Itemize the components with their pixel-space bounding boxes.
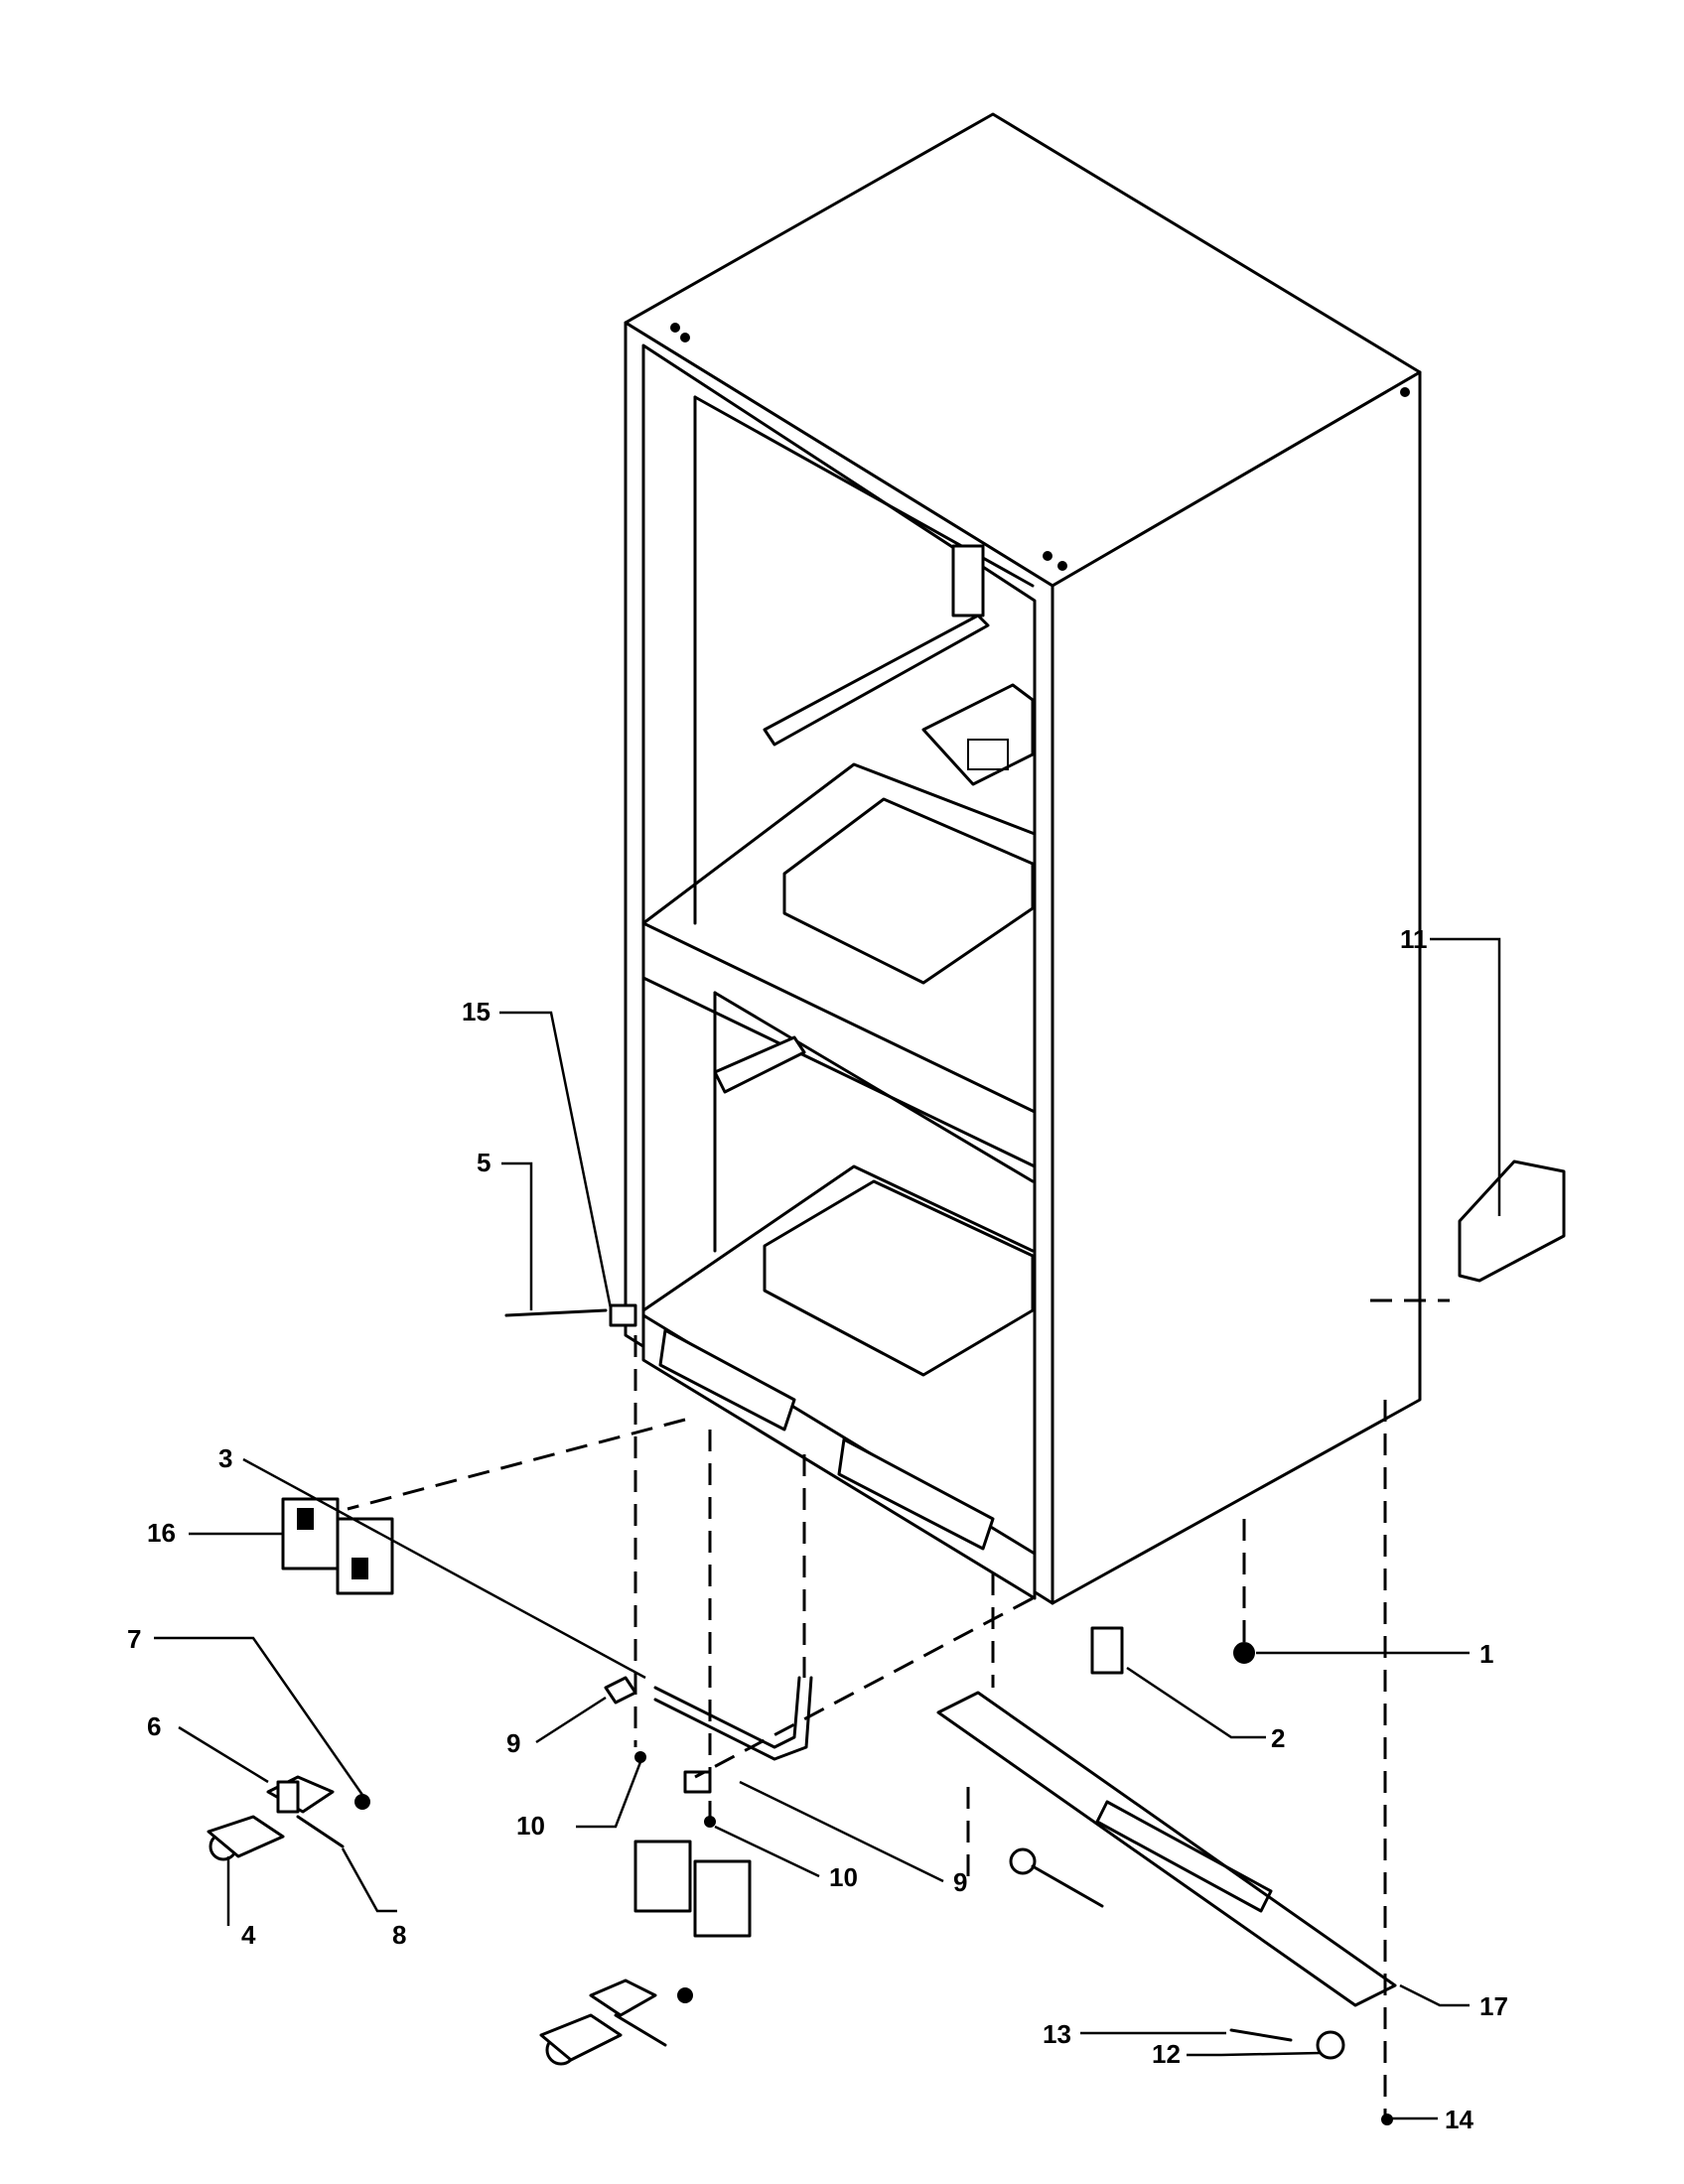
part-16-bracket-lower bbox=[633, 1840, 752, 1938]
callout-labels: 1 2 3 4 5 6 7 8 9 9 10 10 11 12 13 14 15… bbox=[127, 924, 1508, 2134]
part-9-clip-upper bbox=[604, 1676, 637, 1705]
callout-4: 4 bbox=[241, 1920, 256, 1950]
callout-1: 1 bbox=[1479, 1639, 1493, 1669]
part-10-screw-b bbox=[704, 1816, 716, 1828]
callout-13: 13 bbox=[1043, 2019, 1071, 2049]
callout-9-upper: 9 bbox=[506, 1728, 520, 1758]
callout-2: 2 bbox=[1271, 1723, 1285, 1753]
callout-8: 8 bbox=[392, 1920, 406, 1950]
part-2-bracket bbox=[1090, 1626, 1124, 1675]
part-6-roller-bracket bbox=[266, 1775, 335, 1814]
roller-assembly-lower bbox=[539, 1979, 693, 2066]
assembly-lines bbox=[347, 1298, 1450, 2115]
part-12-bumper bbox=[1316, 2030, 1345, 2060]
part-1-leveler bbox=[1233, 1642, 1255, 1664]
part-17-toe-grille bbox=[936, 1691, 1397, 2007]
callout-5: 5 bbox=[477, 1148, 491, 1177]
callout-9-lower: 9 bbox=[953, 1867, 967, 1897]
part-5-screw bbox=[504, 1308, 608, 1317]
part-3-tube bbox=[653, 1676, 801, 1749]
cabinet bbox=[624, 112, 1422, 1605]
part-15-clip bbox=[609, 1303, 637, 1327]
callout-12: 12 bbox=[1152, 2039, 1181, 2069]
part-7-nut bbox=[354, 1794, 370, 1810]
part-10-screw-a bbox=[634, 1751, 646, 1763]
callout-7: 7 bbox=[127, 1624, 141, 1654]
cabinet-side bbox=[1051, 370, 1422, 1605]
callout-6: 6 bbox=[147, 1711, 161, 1741]
part-8-screw bbox=[296, 1815, 345, 1848]
leader-lines bbox=[154, 937, 1501, 2120]
mullion bbox=[641, 921, 1037, 1168]
part-13-screw bbox=[1229, 2028, 1293, 2042]
callout-10-upper: 10 bbox=[516, 1811, 545, 1841]
callout-16: 16 bbox=[147, 1518, 176, 1548]
callout-15: 15 bbox=[462, 997, 491, 1026]
callout-17: 17 bbox=[1479, 1991, 1508, 2021]
part-16-bracket bbox=[281, 1497, 394, 1595]
callout-3: 3 bbox=[218, 1443, 232, 1473]
callout-14: 14 bbox=[1445, 2105, 1474, 2134]
callout-10-lower: 10 bbox=[829, 1862, 858, 1892]
part-11-side-trim bbox=[1458, 1160, 1566, 1283]
callout-11: 11 bbox=[1400, 924, 1428, 954]
